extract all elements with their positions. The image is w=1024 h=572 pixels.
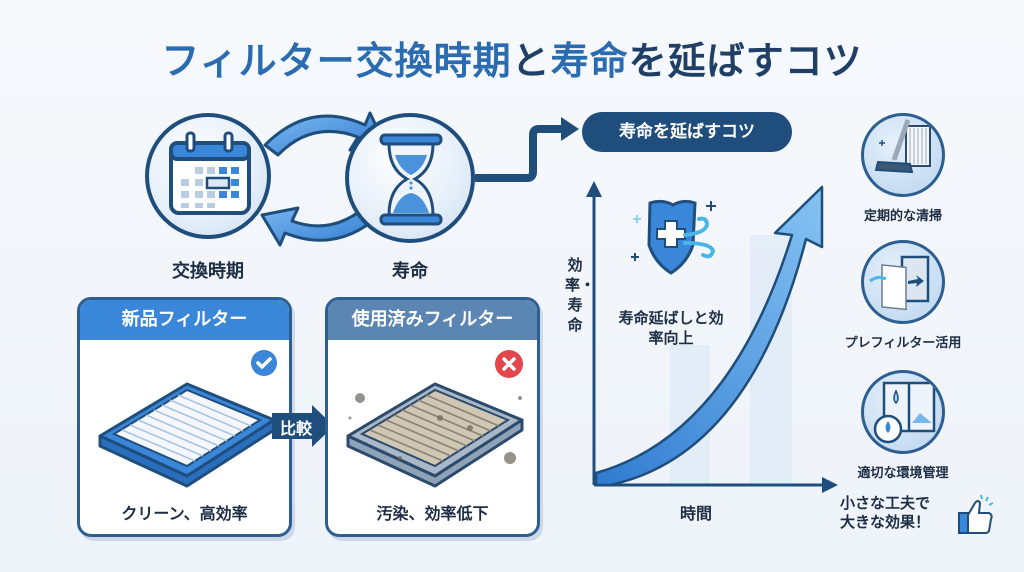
calendar-icon (169, 131, 251, 215)
connector-arrow-icon (475, 117, 579, 182)
pre-filter-icon (869, 255, 930, 311)
arrow-right-icon (272, 405, 334, 447)
new-filter-icon (98, 382, 276, 488)
used-filter-header: 使用済みフィルター (328, 300, 537, 340)
lifespan-label: 寿命 (392, 261, 428, 282)
shield-airflow-icon (631, 199, 716, 275)
footer-message: 小さな工夫で 大きな効果！ (840, 494, 930, 532)
lifespan-circle (345, 113, 475, 243)
cross-icon (495, 350, 523, 378)
footer-line1: 小さな工夫で (840, 494, 931, 512)
hourglass-icon (379, 133, 443, 226)
check-icon (251, 350, 277, 376)
tip-environment-label: 適切な環境管理 (857, 466, 949, 481)
thumbs-up-icon (958, 494, 994, 534)
used-filter-card: 使用済みフィルター 汚染、効率低下 (325, 297, 540, 537)
chart-y-axis-label: 効率・寿命 (565, 256, 596, 334)
chart-x-axis-label: 時間 (680, 504, 713, 523)
compare-label: 比較 (279, 419, 312, 438)
window-humidity-icon (873, 381, 936, 444)
tips-pill: 寿命を延ばすコツ (582, 112, 792, 152)
efficiency-growth-chart (586, 181, 838, 493)
tip-environment-circle (861, 370, 945, 454)
used-filter-icon (346, 382, 524, 488)
exchange-timing-label: 交換時期 (172, 261, 244, 282)
exchange-timing-circle (145, 113, 271, 239)
tip-prefilter-circle (861, 240, 945, 324)
used-filter-caption: 汚染、効率低下 (376, 504, 489, 523)
new-filter-caption: クリーン、高効率 (121, 504, 248, 523)
tip-cleaning-circle (861, 113, 945, 197)
compare-arrow: 比較 (272, 405, 334, 447)
vacuum-cleaning-icon (874, 119, 931, 174)
tip-prefilter-label: プレフィルター活用 (844, 336, 962, 351)
tip-cleaning-label: 定期的な清掃 (863, 209, 942, 224)
chart-annotation: 寿命延ばしと効率向上 (618, 309, 724, 347)
page-title: フィルター交換時期と寿命を延ばすコツ (161, 39, 863, 83)
footer-line2: 大きな効果！ (840, 513, 931, 531)
new-filter-header: 新品フィルター (80, 300, 289, 340)
new-filter-card: 新品フィルター クリーン、高効率 (77, 297, 292, 537)
